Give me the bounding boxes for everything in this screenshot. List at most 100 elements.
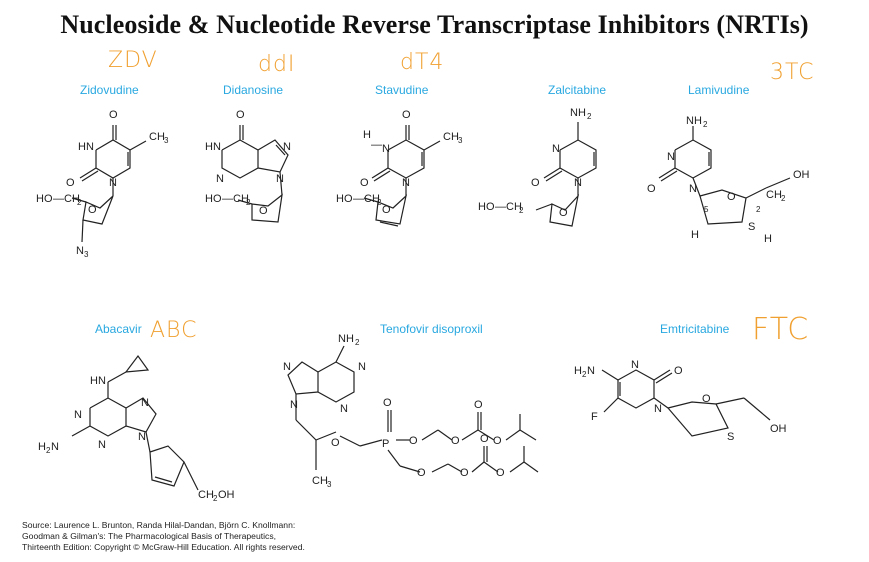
svg-text:2: 2 bbox=[355, 338, 360, 347]
svg-text:2: 2 bbox=[213, 494, 218, 503]
drug-name-emtricitabine: Emtricitabine bbox=[660, 322, 730, 336]
svg-text:O: O bbox=[382, 204, 391, 216]
svg-text:OH: OH bbox=[218, 489, 235, 501]
svg-text:2: 2 bbox=[587, 112, 592, 121]
svg-text:O: O bbox=[109, 109, 118, 121]
svg-text:O: O bbox=[402, 109, 411, 121]
svg-text:O: O bbox=[474, 399, 483, 411]
svg-text:H: H bbox=[764, 233, 772, 245]
svg-text:NH: NH bbox=[686, 115, 702, 127]
structure-didanosine: O HN N N N HO—CH2 O bbox=[205, 109, 291, 223]
annotation-3tc: 3TC bbox=[770, 60, 815, 85]
svg-text:N: N bbox=[340, 403, 348, 415]
svg-text:—CH: —CH bbox=[495, 201, 522, 213]
svg-text:2: 2 bbox=[781, 194, 786, 203]
svg-text:N: N bbox=[216, 173, 224, 185]
drug-name-didanosine: Didanosine bbox=[223, 83, 284, 97]
svg-text:HN: HN bbox=[78, 141, 94, 153]
svg-text:—CH: —CH bbox=[53, 193, 80, 205]
svg-text:S: S bbox=[748, 221, 755, 233]
svg-text:NH: NH bbox=[570, 107, 586, 119]
svg-text:2: 2 bbox=[519, 206, 524, 215]
svg-text:N: N bbox=[552, 143, 560, 155]
svg-text:N: N bbox=[51, 441, 59, 453]
svg-text:N: N bbox=[98, 439, 106, 451]
svg-text:O: O bbox=[493, 435, 502, 447]
svg-text:O: O bbox=[383, 397, 392, 409]
svg-text:5: 5 bbox=[704, 205, 709, 214]
page-title: Nucleoside & Nucleotide Reverse Transcri… bbox=[60, 10, 809, 39]
svg-text:O: O bbox=[496, 467, 505, 479]
svg-text:N: N bbox=[587, 365, 595, 377]
svg-text:2: 2 bbox=[756, 205, 761, 214]
drug-name-tenofovir: Tenofovir disoproxil bbox=[380, 322, 483, 336]
source-line: Goodman & Gilman's: The Pharmacological … bbox=[22, 531, 277, 541]
annotation-zdv: ZDV bbox=[108, 48, 158, 73]
annotation-ddi: ddI bbox=[258, 52, 296, 77]
svg-text:2: 2 bbox=[703, 120, 708, 129]
svg-text:P: P bbox=[382, 438, 389, 450]
svg-text:N: N bbox=[667, 151, 675, 163]
svg-text:O: O bbox=[331, 437, 340, 449]
svg-text:N: N bbox=[689, 183, 697, 195]
svg-text:O: O bbox=[417, 467, 426, 479]
svg-text:HN: HN bbox=[90, 375, 106, 387]
svg-text:HO: HO bbox=[336, 193, 353, 205]
svg-text:N: N bbox=[283, 141, 291, 153]
source-line: Thirteenth Edition: Copyright © McGraw-H… bbox=[22, 542, 305, 552]
source-line: Source: Laurence L. Brunton, Randa Hilal… bbox=[22, 520, 296, 530]
svg-text:O: O bbox=[88, 204, 97, 216]
annotation-abc: ABC bbox=[150, 318, 198, 343]
svg-text:N: N bbox=[109, 177, 117, 189]
svg-text:O: O bbox=[409, 435, 418, 447]
svg-text:2: 2 bbox=[46, 446, 51, 455]
svg-text:CH: CH bbox=[198, 489, 214, 501]
svg-text:CH: CH bbox=[766, 189, 782, 201]
svg-text:NH: NH bbox=[338, 333, 354, 345]
svg-text:OH: OH bbox=[793, 169, 810, 181]
svg-text:S: S bbox=[727, 431, 734, 443]
svg-text:3: 3 bbox=[84, 250, 89, 259]
svg-text:2: 2 bbox=[582, 370, 587, 379]
svg-text:N: N bbox=[654, 403, 662, 415]
svg-text:2: 2 bbox=[377, 198, 382, 207]
svg-text:N: N bbox=[631, 359, 639, 371]
svg-text:HO: HO bbox=[36, 193, 53, 205]
svg-text:3: 3 bbox=[327, 480, 332, 489]
drug-name-zidovudine: Zidovudine bbox=[80, 83, 139, 97]
svg-text:CH: CH bbox=[443, 131, 459, 143]
source-citation: Source: Laurence L. Brunton, Randa Hilal… bbox=[22, 520, 305, 553]
svg-text:O: O bbox=[480, 433, 489, 445]
svg-text:H: H bbox=[363, 129, 371, 141]
svg-text:2: 2 bbox=[77, 198, 82, 207]
svg-text:H: H bbox=[691, 229, 699, 241]
svg-text:H: H bbox=[574, 365, 582, 377]
svg-text:CH: CH bbox=[312, 475, 328, 487]
svg-text:O: O bbox=[360, 177, 369, 189]
svg-text:O: O bbox=[236, 109, 245, 121]
svg-text:O: O bbox=[531, 177, 540, 189]
svg-text:OH: OH bbox=[770, 423, 787, 435]
svg-text:N: N bbox=[290, 399, 298, 411]
annotation-dt4: dT4 bbox=[400, 50, 445, 75]
svg-text:3: 3 bbox=[458, 136, 463, 145]
svg-text:O: O bbox=[66, 177, 75, 189]
svg-text:O: O bbox=[702, 393, 711, 405]
svg-text:N: N bbox=[74, 409, 82, 421]
svg-text:N: N bbox=[382, 143, 390, 155]
svg-text:F: F bbox=[591, 411, 598, 423]
svg-text:O: O bbox=[647, 183, 656, 195]
svg-text:H: H bbox=[38, 441, 46, 453]
svg-text:O: O bbox=[674, 365, 683, 377]
svg-text:HO: HO bbox=[478, 201, 495, 213]
svg-text:N: N bbox=[283, 361, 291, 373]
svg-text:—: — bbox=[371, 139, 382, 151]
svg-text:—CH: —CH bbox=[353, 193, 380, 205]
